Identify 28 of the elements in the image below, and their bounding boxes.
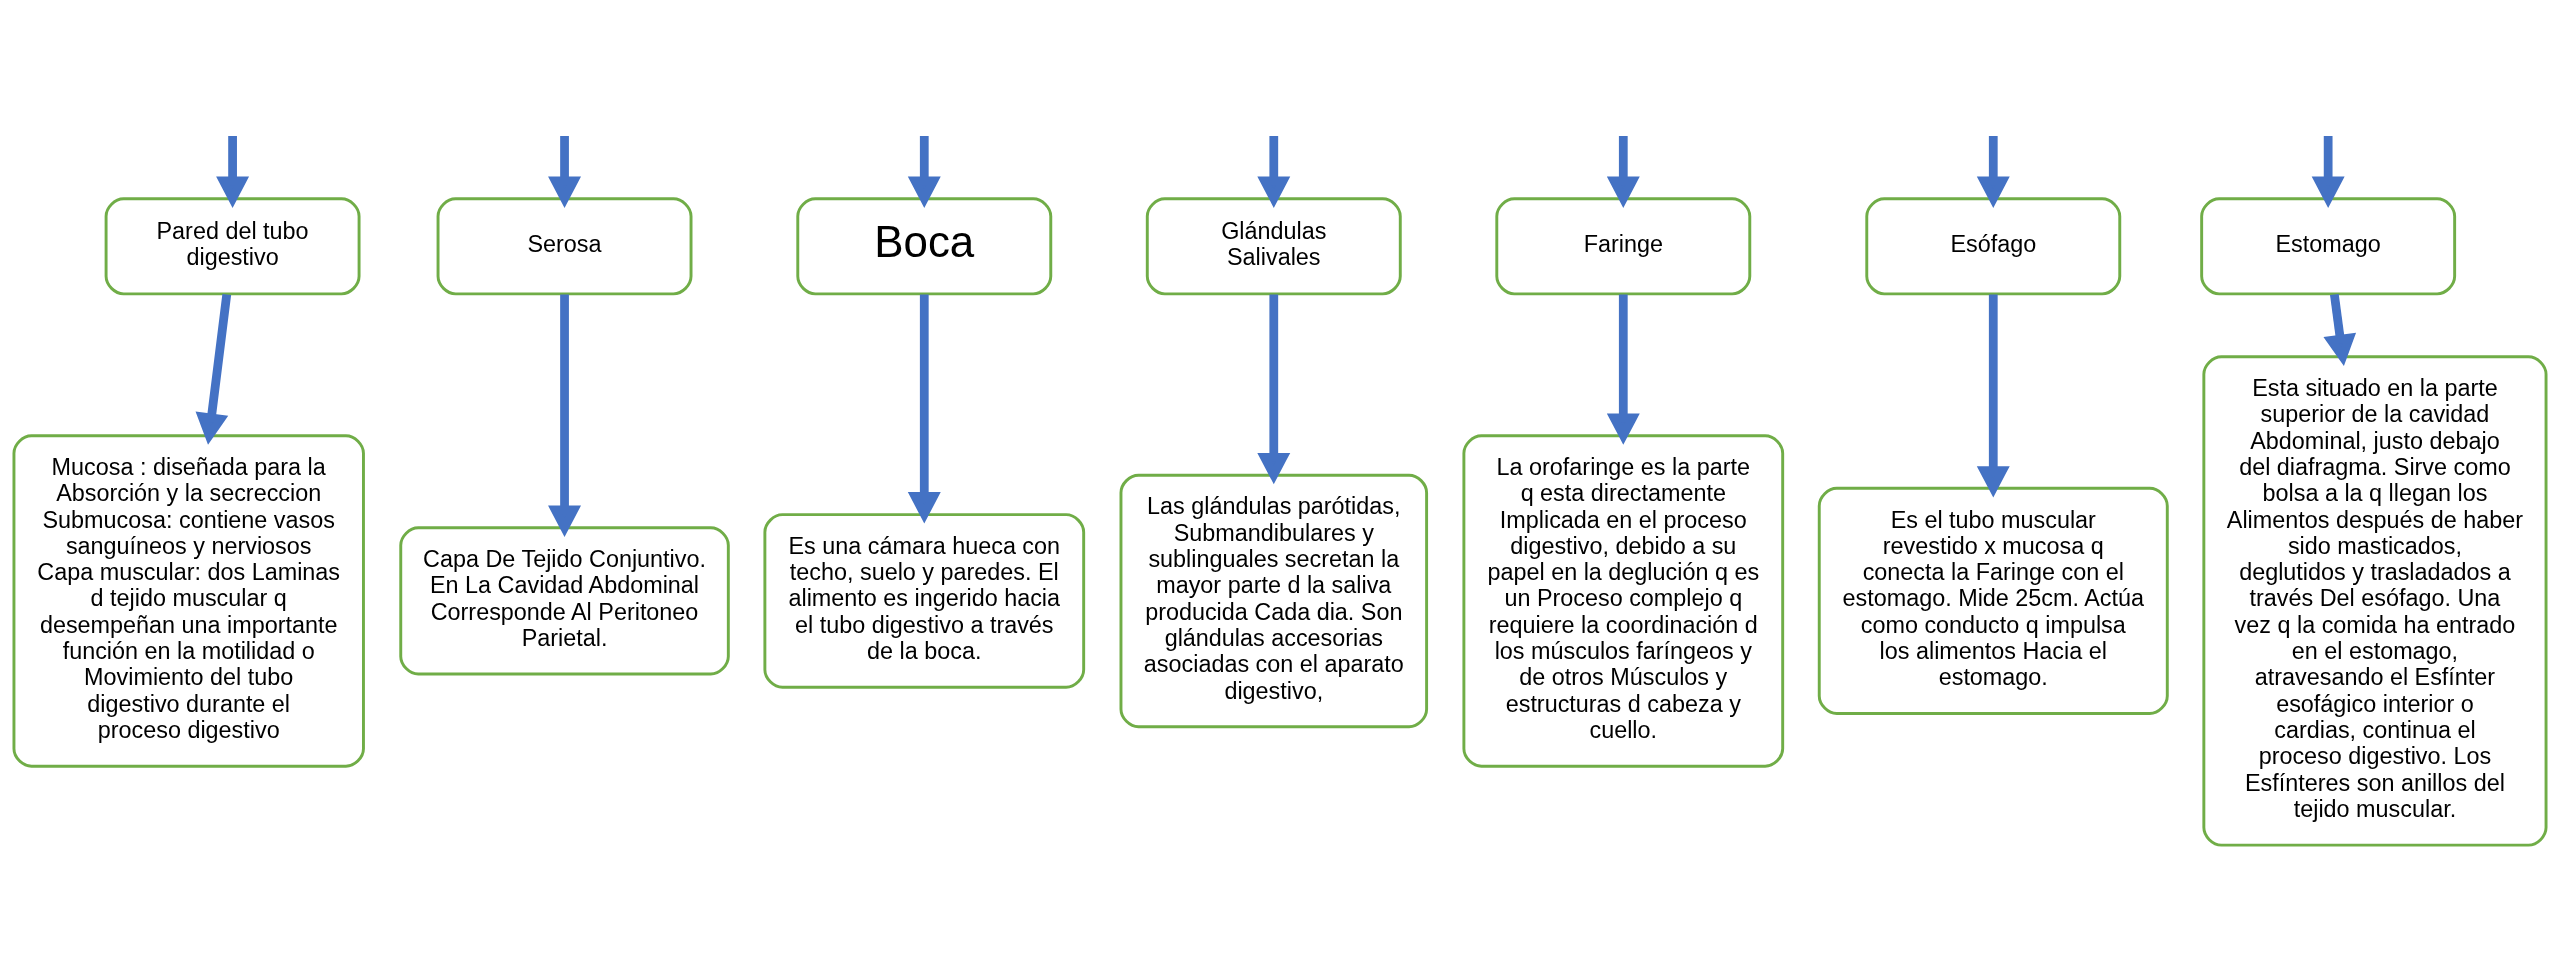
arrow xyxy=(907,294,941,524)
node-box: Estomago xyxy=(2200,197,2457,296)
arrow xyxy=(2311,136,2345,208)
node-box: Es una cámara hueca con techo, suelo y paredes. El alimento es ingerido hacia el tubo digestivo a través de la boca. xyxy=(763,513,1086,689)
arrow xyxy=(1257,294,1291,485)
arrow xyxy=(1606,136,1640,208)
node-box: Serosa xyxy=(436,197,693,296)
arrow xyxy=(2323,293,2357,366)
arrow xyxy=(1976,294,2010,498)
node-box: Faringe xyxy=(1495,197,1752,296)
node-box: Esta situado en la parte superior de la cavidad Abdominal, justo debajo del diafragma. Sirve como bolsa a la q llegan los Alimentos después de haber sido masticados, deglutidos y trasladados a través Del esófago. Una vez q la comida ha entrado en el estomago, atravesando el Esfínter esofágico interior o cardias, continua el proceso digestivo. Los Esfínteres son anillos del tejido muscular. xyxy=(2202,355,2548,847)
arrow xyxy=(216,136,250,208)
node-box: La orofaringe es la parte q esta directamente Implicada en el proceso digestivo, debido a su papel en la deglución q es un Proceso complejo q requiere la coordinación d los músculos faríngeos y de otros Músculos y estructuras d cabeza y cuello. xyxy=(1462,434,1785,768)
arrow xyxy=(1976,136,2010,208)
node-box: Mucosa : diseñada para la Absorción y la secreccion Submucosa: contiene vasos sanguíneos y nerviosos Capa muscular: dos Laminas d tejido muscular q desempeñan una importante función en la motilidad o Movimiento del tubo digestivo durante el proceso digestivo xyxy=(12,434,365,768)
node-box: Glándulas Salivales xyxy=(1145,197,1402,296)
arrow xyxy=(1606,294,1640,445)
node-box: Capa De Tejido Conjuntivo. En La Cavidad Abdominal Corresponde Al Peritoneo Parietal. xyxy=(399,526,730,676)
arrow xyxy=(1257,136,1291,208)
node-box: Es el tubo muscular revestido x mucosa q conecta la Faringe con el estomago. Mide 25cm. Actúa como conducto q impulsa los alimentos Hacia el estomago. xyxy=(1817,486,2169,715)
node-box: Las glándulas parótidas, Submandibulares y sublinguales secretan la mayor parte d la saliva producida Cada dia. Son glándulas accesorias asociadas con el aparato digestivo, xyxy=(1119,473,1429,729)
node-box: Pared del tubo digestivo xyxy=(104,197,361,296)
arrow xyxy=(907,136,941,208)
node-box: Esófago xyxy=(1865,197,2122,296)
arrow xyxy=(548,294,581,537)
arrow xyxy=(195,293,232,445)
arrow xyxy=(548,136,581,208)
node-box: Boca xyxy=(796,197,1053,296)
